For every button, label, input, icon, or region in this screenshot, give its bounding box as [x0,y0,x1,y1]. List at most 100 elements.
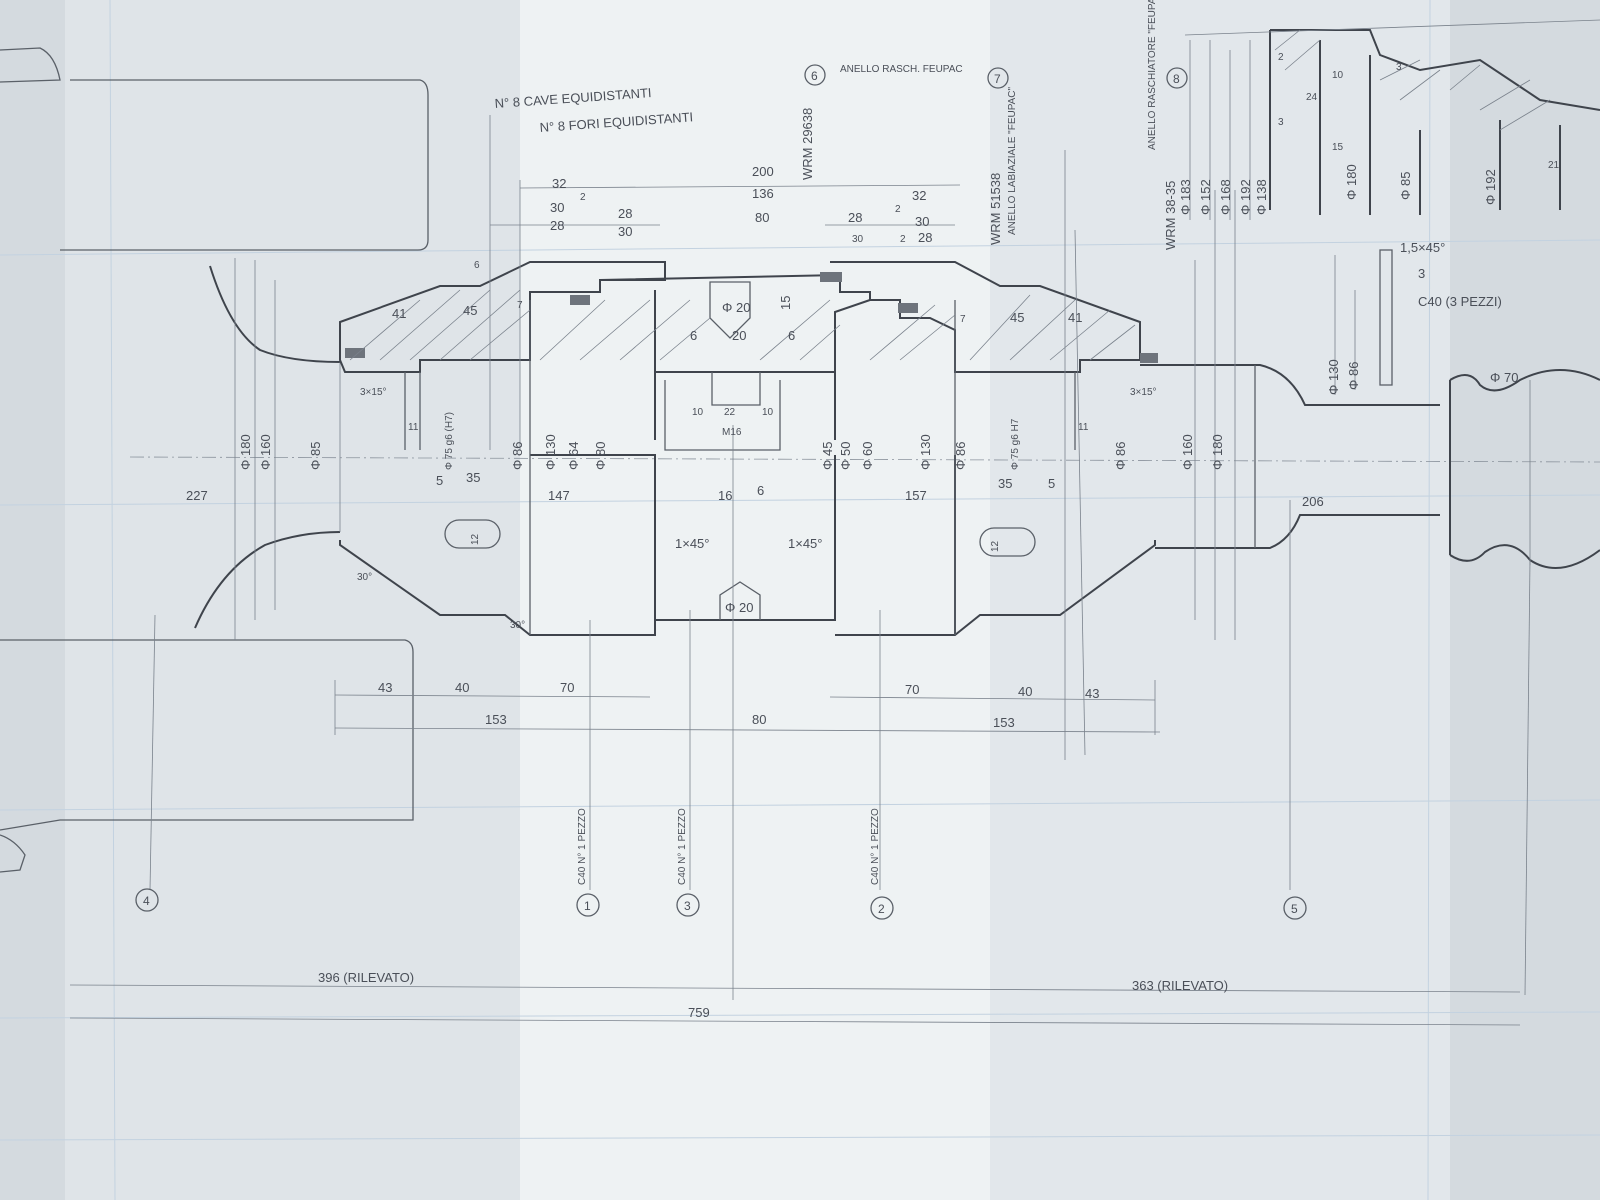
dim-top-left: 30 [550,200,564,215]
tr-detail-value: Φ 192 [1483,169,1498,205]
dia-left: Φ 85 [308,442,323,470]
dim-top-right: 28 [918,230,932,245]
tr-detail-value: Φ 168 [1218,179,1233,215]
dim-left-section: 6 [474,260,480,271]
washer-section [1379,249,1393,386]
detail-chamfer: 1,5×45° [1400,240,1445,255]
dia-right: Φ 180 [1210,434,1225,470]
dim-center-detail: 10 [692,407,704,418]
dia-left: Φ 180 [238,434,253,470]
dia-left: Φ 160 [258,434,273,470]
detail-hatching [1274,29,1551,131]
dia-center: Φ 64 [566,442,581,470]
part-balloon-label: 3 [684,899,691,913]
dim-right-section: 12 [990,540,1001,552]
tr-detail-value: Φ 85 [1398,172,1413,200]
dim-bottom-total: 80 [752,712,766,727]
seal-far-right [1140,353,1158,363]
dim-bottom-total: 153 [993,715,1015,730]
dim-overall-left: 396 (RILEVATO) [318,970,414,985]
dim-center-detail: 10 [762,407,774,418]
dim-bottom-chain: 70 [905,682,919,697]
dim-left-section: 7 [517,300,523,311]
dim-right-section: 7 [960,314,966,325]
dim-top-right: 2 [900,234,906,245]
dim-center-detail: Φ 20 [725,600,753,615]
dim-center-detail: 6 [788,328,795,343]
main-assembly [129,115,1600,760]
flange-right-outline [830,261,1141,373]
dia-center: Φ 50 [838,442,853,470]
callout-balloon-8 [1166,67,1188,89]
dim-chamfer: 1×45° [788,536,822,551]
dim-top-left: 32 [552,176,566,191]
callout-desc-7: ANELLO LABIAZIALE "FEUPAC" [1007,86,1018,235]
shaft-end-lower [1449,544,1600,569]
callout-code-6: WRM 29638 [800,108,815,180]
center-hub-lower [654,455,836,621]
part-balloon-4 [135,888,159,912]
dia-center: Φ 130 [543,434,558,470]
grid-line [0,1134,1600,1141]
shaft-right-upper [1140,364,1440,406]
dim-chamfer: 1×45° [675,536,709,551]
dim-right-section: 45 [1010,310,1024,325]
callout-number-7: 7 [994,72,1001,86]
part-balloon-label: 5 [1291,902,1298,916]
dim-right-section: 41 [1068,310,1082,325]
dim-length: 206 [1302,494,1324,509]
dim-bottom-total: 153 [485,712,507,727]
grid-line [0,494,1600,506]
tr-detail-value: 3 [1396,62,1402,73]
grid-line [0,799,1600,811]
dim-bottom-chain: 40 [1018,684,1032,699]
dim-left-section: 11 [408,422,419,433]
dim-left-section: 30° [510,620,525,631]
tr-detail-value: 24 [1306,92,1318,103]
dim-overall-total: 759 [688,1005,710,1020]
center-hub-sides [654,372,836,440]
dimension-lines [69,184,1531,1026]
part-balloon-3 [676,893,700,917]
dim-top-right: 32 [912,188,926,203]
detail-outline [1269,29,1600,215]
callout-number-8: 8 [1173,72,1180,86]
callout-desc-6: ANELLO RASCH. FEUPAC [840,64,963,75]
tr-detail-value: 2 [1278,52,1284,63]
dim-right-section: 35 [998,476,1012,491]
callout-code-7: WRM 51538 [988,173,1003,245]
shaft-end-upper [1449,369,1600,555]
dia-center: Φ 130 [918,434,933,470]
dim-length: 147 [548,488,570,503]
dim-center-detail: 6 [757,483,764,498]
tr-detail-value: Φ 152 [1198,179,1213,215]
dia-right: Φ 75 g6 H7 [1010,418,1021,470]
dim-left-section: 35 [466,470,480,485]
part-balloon-label: 4 [143,894,150,908]
center-hole-lower [719,581,761,620]
dim-left-section: 3×15° [360,387,387,398]
tr-detail-value: 21 [1548,160,1560,171]
shaft-left-upper [209,265,341,363]
seal-right [898,303,918,313]
dim-bottom-chain: 43 [1085,686,1099,701]
dim-left-section: 45 [463,303,477,318]
left-partial-view [0,47,429,873]
callout-balloon-7 [987,67,1009,89]
dim-bottom-chain: 40 [455,680,469,695]
seal-center-right [820,272,842,282]
dim-right-section: 11 [1078,422,1089,433]
dim-top-left: 28 [618,206,632,221]
dim-center-stack: 200 [752,164,774,179]
dim-left-section: 41 [392,306,406,321]
part-balloon-label: 2 [878,902,885,916]
tr-detail-value: 15 [1332,142,1344,153]
dim-top-right: 30 [915,214,929,229]
dia-left: Φ 86 [510,442,525,470]
seal-center-left [570,295,590,305]
dia-center: Φ 45 [820,442,835,470]
dim-top-right: 2 [895,204,901,215]
dim-bottom-chain: 70 [560,680,574,695]
dim-left-section: 30° [357,572,372,583]
dim-center-detail: 6 [690,328,697,343]
